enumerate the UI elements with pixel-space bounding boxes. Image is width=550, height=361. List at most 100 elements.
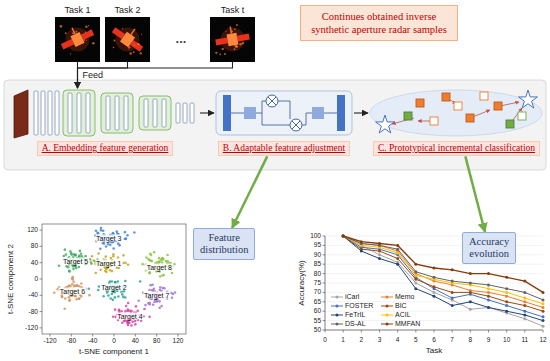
scatter-point	[155, 270, 158, 273]
speckle	[113, 47, 115, 49]
cluster-label: Target 3	[95, 235, 122, 242]
tick-mark	[323, 273, 326, 274]
sample-square	[494, 102, 502, 110]
speckle	[86, 39, 87, 40]
isar-image	[105, 17, 150, 62]
data-marker	[414, 287, 417, 290]
antenna	[230, 27, 231, 34]
module-ground	[216, 91, 352, 135]
data-marker	[505, 276, 508, 279]
legend-marker	[386, 296, 389, 299]
scatter-point	[127, 302, 130, 305]
grid-line	[325, 273, 543, 274]
tick-label: 1	[341, 337, 345, 344]
tick-mark	[50, 334, 51, 337]
plot-frame	[42, 224, 186, 334]
scatter-point	[69, 299, 72, 302]
tick-mark	[323, 311, 326, 312]
scatter-point	[116, 266, 119, 269]
scatter-point	[131, 320, 134, 323]
isar-image	[210, 17, 255, 62]
data-marker	[360, 240, 363, 243]
data-marker	[451, 268, 454, 271]
antenna	[72, 28, 75, 34]
legend-line	[381, 324, 393, 325]
tick-mark	[323, 264, 326, 265]
tag-box: Feature distribution	[193, 228, 255, 260]
tick-label: -40	[88, 338, 97, 345]
data-marker	[505, 291, 508, 294]
tick-label: 10	[503, 337, 510, 344]
legend-sample	[331, 303, 343, 309]
legend-text: FeTrIL	[345, 311, 365, 319]
module-block: C. Prototypical incremental classificati…	[368, 88, 545, 156]
scatter-point	[78, 297, 81, 300]
tick-label: 80	[31, 243, 38, 250]
data-marker	[451, 291, 454, 294]
tick-label: 90	[314, 252, 321, 259]
node-text: Task t	[210, 4, 255, 16]
tick-mark	[40, 311, 43, 312]
feature-map	[153, 99, 157, 127]
tick-mark	[135, 334, 136, 337]
speckle	[215, 52, 217, 54]
tick-mark	[323, 283, 326, 284]
data-marker	[487, 283, 490, 286]
scatter-point	[91, 255, 94, 258]
scatter-point	[134, 320, 137, 323]
scatter-point	[134, 323, 137, 326]
tick-label: 65	[314, 299, 321, 306]
scatter-point	[95, 229, 98, 232]
sample-square	[430, 117, 438, 125]
feature-bar	[223, 95, 231, 131]
speckle	[60, 25, 63, 28]
sample-square	[506, 120, 514, 128]
tick-label: 2	[360, 337, 364, 344]
data-marker	[523, 310, 526, 313]
data-marker	[523, 300, 526, 303]
tick-label: 70	[314, 289, 321, 296]
image-ground	[210, 17, 255, 62]
data-marker	[487, 272, 490, 275]
sample-square	[416, 99, 424, 107]
scatter-point	[163, 287, 166, 290]
scatter-point	[147, 302, 150, 305]
data-marker	[433, 295, 436, 298]
legend-text: ACIL	[395, 311, 411, 319]
tick-label: 6	[432, 337, 436, 344]
image-ground	[105, 17, 150, 62]
feature-bar	[337, 95, 345, 131]
speckle	[113, 39, 115, 41]
tick-mark	[323, 301, 326, 302]
tick-mark	[323, 330, 326, 331]
scatter-point	[99, 268, 102, 271]
image-ground	[55, 17, 100, 62]
feature-map	[48, 91, 52, 135]
scatter-point	[64, 297, 67, 300]
scatter-point	[104, 270, 107, 273]
data-marker	[433, 285, 436, 288]
node-text: Task 2	[105, 4, 150, 16]
scatter-point	[135, 305, 138, 308]
scatter-point	[126, 321, 129, 324]
tick-label: 85	[314, 261, 321, 268]
satellite-body	[227, 33, 239, 47]
flow-arrow	[465, 156, 485, 232]
tick-label: 40	[31, 259, 38, 266]
isar-image-frame: Task 1	[55, 17, 100, 62]
legend-text: Memo	[395, 293, 414, 301]
scatter-point	[127, 324, 130, 327]
data-marker	[396, 257, 399, 260]
axis-title: t-SNE component 1	[79, 348, 149, 356]
scatter-point	[112, 315, 115, 318]
legend-line	[331, 324, 343, 325]
legend-line	[381, 297, 393, 298]
legend-sample	[381, 312, 393, 318]
scatter-point	[103, 242, 106, 245]
tick-label: 75	[314, 280, 321, 287]
tick-mark	[323, 254, 326, 255]
scatter-point	[74, 295, 77, 298]
scatter-point	[113, 291, 116, 294]
speckle	[72, 37, 73, 38]
